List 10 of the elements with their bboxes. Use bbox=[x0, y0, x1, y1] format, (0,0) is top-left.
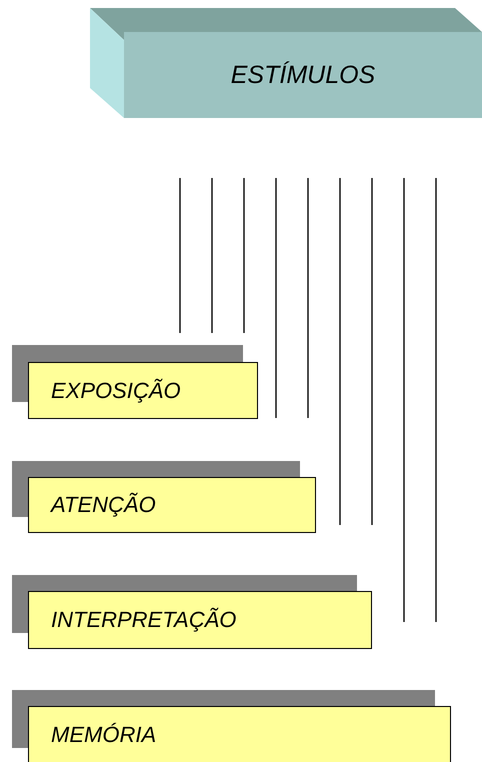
stage-box bbox=[28, 591, 372, 649]
box-label: INTERPRETAÇÃO bbox=[51, 607, 236, 633]
stimuli-block bbox=[124, 32, 482, 118]
box-label: EXPOSIÇÃO bbox=[51, 378, 181, 404]
box-label: ATENÇÃO bbox=[51, 492, 156, 518]
stage-box bbox=[28, 362, 258, 419]
box-label: MEMÓRIA bbox=[51, 722, 156, 748]
stage-box bbox=[28, 477, 316, 533]
box-label: ESTÍMULOS bbox=[230, 60, 376, 90]
stage-box bbox=[28, 706, 451, 762]
